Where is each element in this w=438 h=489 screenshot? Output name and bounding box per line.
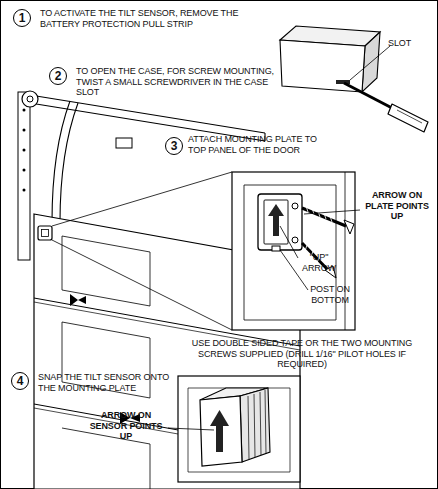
instruction-text: ATTACH MOUNTING PLATE TO TOP PANEL OF TH… xyxy=(188,134,323,155)
sensor-arrow xyxy=(216,424,223,452)
plate-post xyxy=(272,246,280,251)
panel-edge xyxy=(345,172,346,330)
sensor-front xyxy=(200,396,242,466)
sensor-arrow xyxy=(210,410,229,426)
track-hole xyxy=(23,149,26,152)
instruction-text: SNAP THE TILT SENSOR ONTO THE MOUNTING P… xyxy=(38,372,173,393)
track-hole xyxy=(23,109,26,112)
screw-hole xyxy=(292,203,298,209)
sensor-side xyxy=(240,388,270,462)
callout-number: 2 xyxy=(55,70,62,82)
case-front xyxy=(280,40,365,92)
part-label: POST ON BOTTOM xyxy=(306,284,354,305)
leader-line xyxy=(304,210,360,214)
step-number-circle: 3 xyxy=(165,137,183,155)
track-hole xyxy=(23,169,26,172)
callout-number: 4 xyxy=(17,375,24,387)
door-panel-detail xyxy=(232,172,355,330)
track-hole xyxy=(23,189,26,192)
callout-number: 3 xyxy=(171,140,178,152)
hinge xyxy=(70,294,86,306)
callout-note: ARROW ON PLATE POINTS UP xyxy=(360,190,434,222)
panel-recess xyxy=(62,428,150,489)
step-number-circle: 1 xyxy=(13,9,31,27)
track-hole xyxy=(23,129,26,132)
part-label: "UP" ARROW xyxy=(296,252,342,273)
roller-wheel xyxy=(22,91,38,107)
step-number-circle: 2 xyxy=(49,67,67,85)
instruction-text: TO ACTIVATE THE TILT SENSOR, REMOVE THE … xyxy=(40,8,240,29)
curved-rail xyxy=(60,103,78,222)
callout-note: ARROW ON SENSOR POINTS UP xyxy=(86,410,166,442)
part-label: SLOT xyxy=(388,38,428,49)
up-arrow xyxy=(268,204,284,216)
up-arrow xyxy=(273,214,279,236)
plate-recess xyxy=(264,200,288,244)
sensor-on-door xyxy=(38,226,52,240)
curved-rail xyxy=(52,101,70,222)
leader-line xyxy=(168,428,214,430)
vertical-track xyxy=(18,92,30,260)
screwdriver-handle xyxy=(388,104,428,132)
panel-recess xyxy=(62,236,150,306)
sensor-on-door xyxy=(42,230,49,237)
step-number-circle: 4 xyxy=(11,372,29,390)
instruction-text: TO OPEN THE CASE, FOR SCREW MOUNTING, TW… xyxy=(76,66,276,98)
screw-hole xyxy=(292,237,298,243)
mounting-note: USE DOUBLE SIDED TAPE OR THE TWO MOUNTIN… xyxy=(180,338,424,370)
leader-line xyxy=(52,240,232,330)
track-bracket xyxy=(116,138,132,148)
screw-thread xyxy=(306,206,332,222)
sensor-ridges xyxy=(248,390,266,459)
roller-hub xyxy=(27,96,33,102)
screwdriver-grip xyxy=(397,110,422,123)
leader-line xyxy=(52,172,232,226)
mounting-plate xyxy=(258,194,302,250)
screw-head xyxy=(344,220,354,234)
callout-number: 1 xyxy=(19,12,26,24)
leader-line xyxy=(350,46,390,80)
panel-recess xyxy=(188,388,290,472)
screwdriver-blade xyxy=(344,83,392,108)
screw xyxy=(302,208,346,226)
